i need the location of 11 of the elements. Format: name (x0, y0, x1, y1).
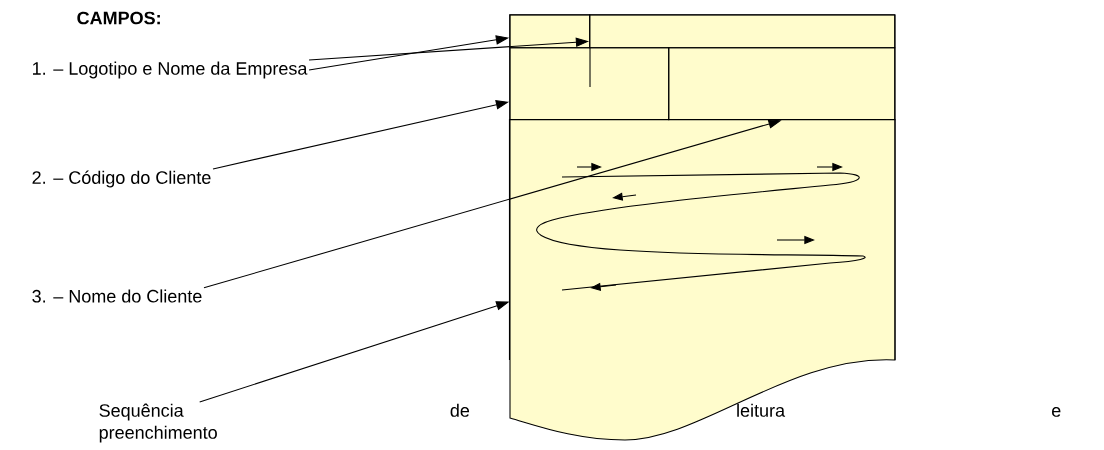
form-field (508, 118, 896, 361)
form-field (509, 47, 670, 121)
field-label: 1. – Logotipo e Nome da Empresa (33, 61, 308, 79)
field-label: 2. – Código do Cliente (32, 170, 211, 188)
form-field (589, 14, 896, 49)
field-label: 3. – Nome do Cliente (32, 289, 202, 303)
caption-text: Sequência de leitura e preenchimento (99, 403, 1061, 443)
form-drawing (509, 14, 896, 441)
form-field (509, 14, 591, 49)
form-field (668, 47, 896, 121)
heading: CAMPOS: (77, 11, 160, 25)
